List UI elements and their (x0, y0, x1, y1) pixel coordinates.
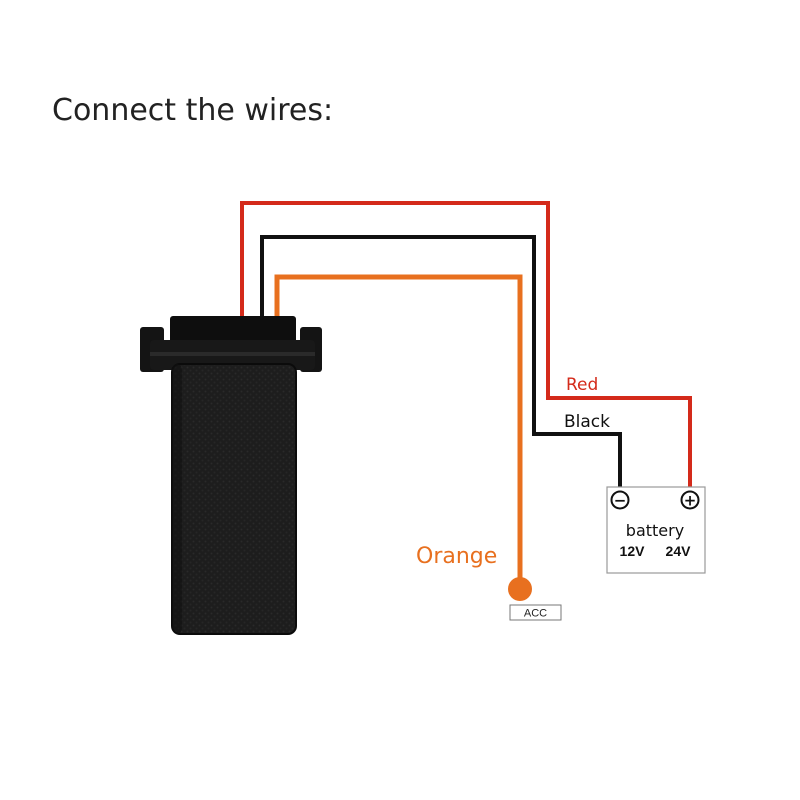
battery-positive-symbol: + (684, 492, 697, 510)
page-title: Connect the wires: (52, 93, 333, 128)
battery-voltage-24v: 24V (666, 543, 692, 559)
battery-negative-symbol: − (614, 492, 627, 510)
battery-voltage-12v: 12V (620, 543, 646, 559)
red-wire-label: Red (566, 375, 598, 395)
orange-wire (274, 274, 523, 580)
battery-positive-terminal (680, 490, 700, 510)
battery-icon: − + battery 12V 24V (606, 486, 706, 574)
acc-label: ACC (524, 608, 547, 620)
orange-wire-label: Orange (416, 544, 497, 569)
black-wire (260, 235, 622, 492)
black-wire-label: Black (564, 412, 610, 432)
gps-tracker-device-icon (140, 316, 322, 635)
wires (240, 201, 692, 580)
battery-label: battery (626, 521, 684, 540)
red-wire (240, 201, 692, 492)
battery-negative-terminal (610, 490, 630, 510)
acc-terminal-icon: ACC (508, 577, 562, 621)
